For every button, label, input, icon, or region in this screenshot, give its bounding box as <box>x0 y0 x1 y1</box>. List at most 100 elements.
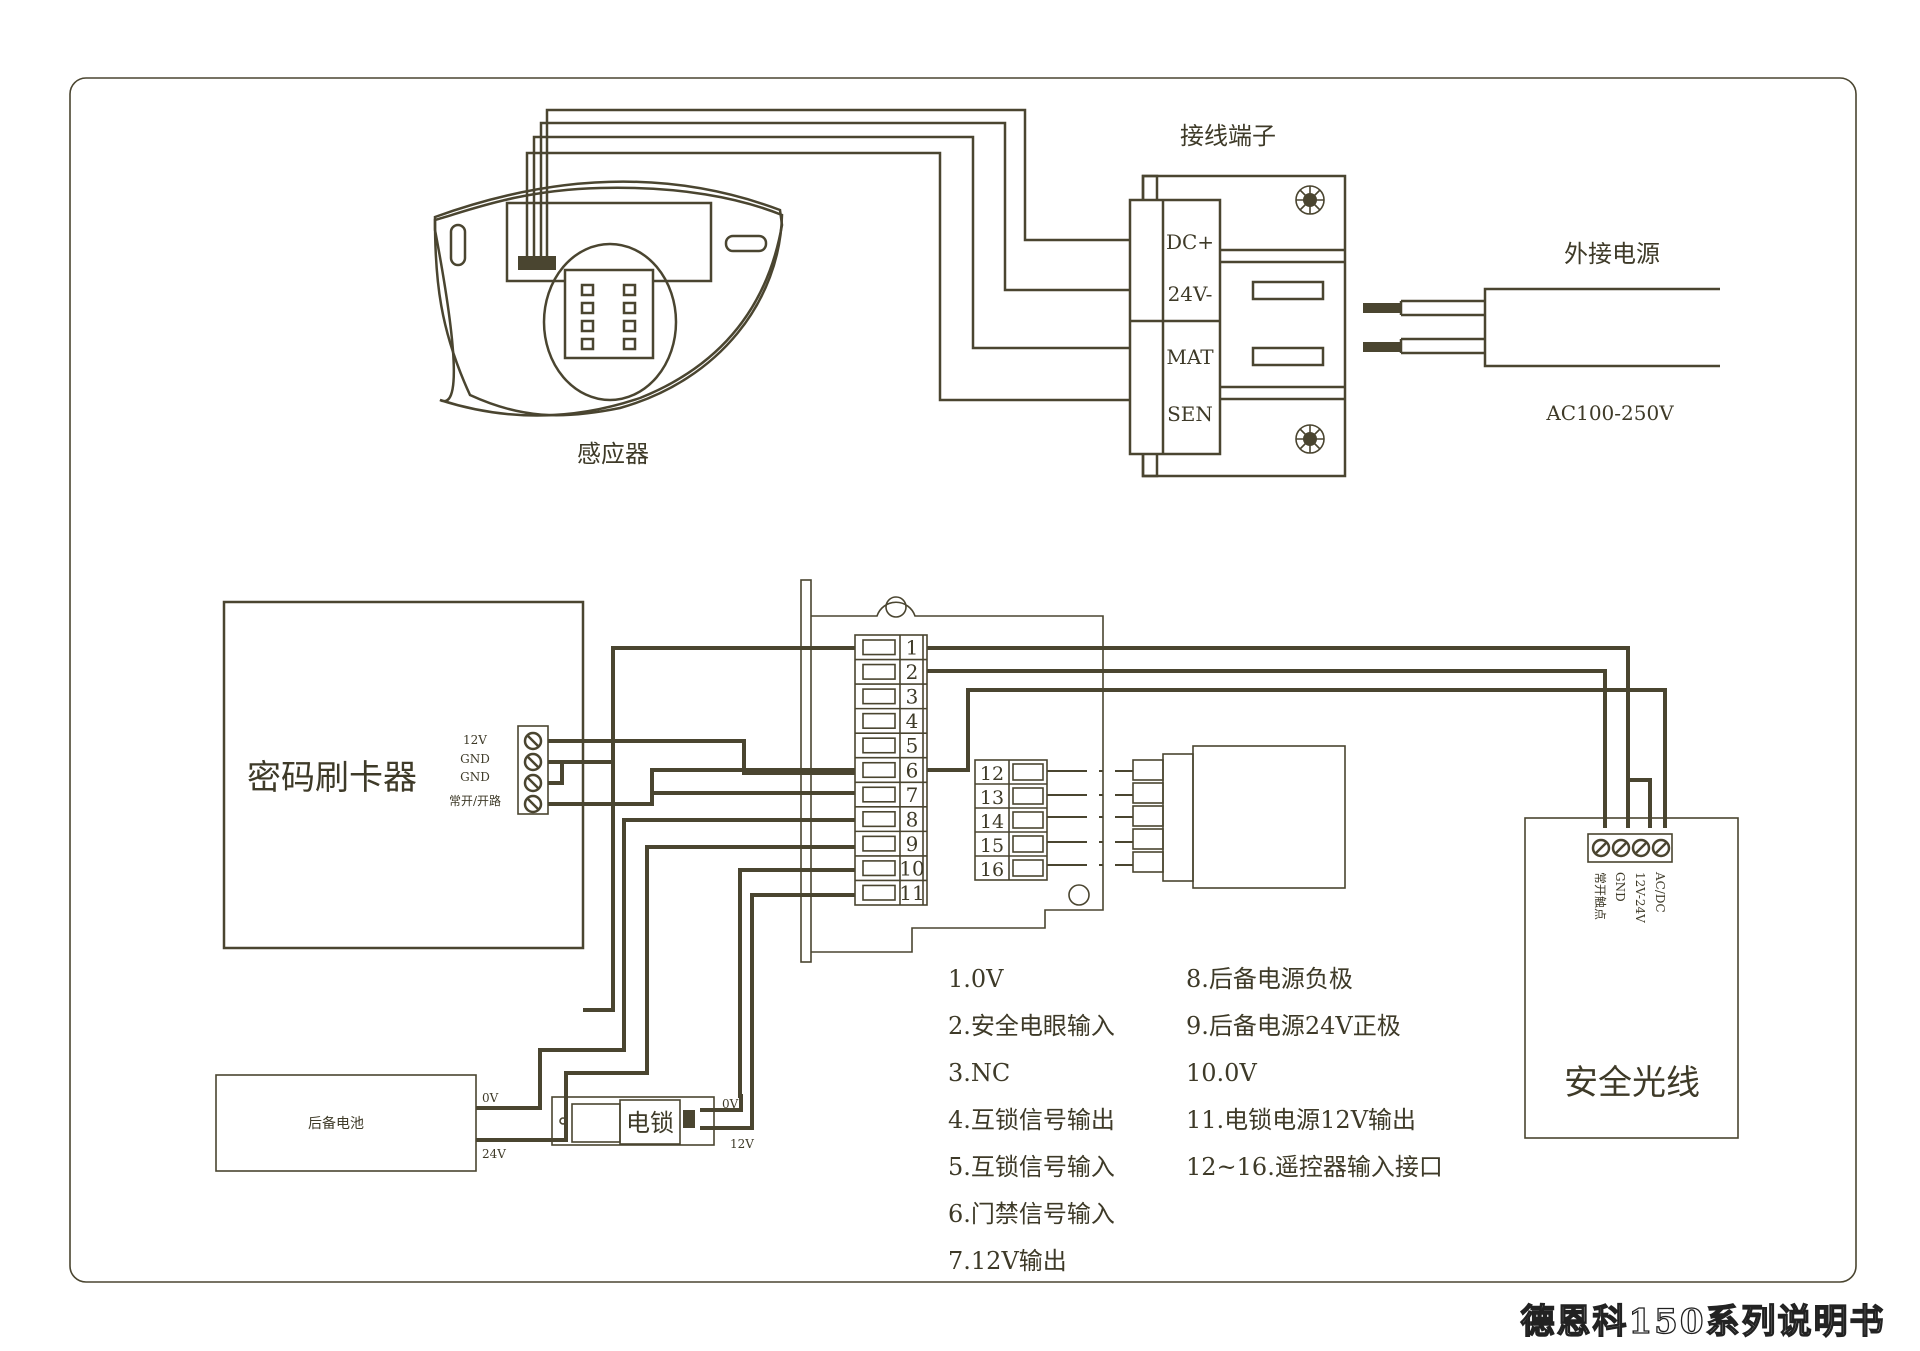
power-wires <box>1399 299 1485 355</box>
keypad-label: 密码刷卡器 <box>247 758 417 798</box>
main-pin-label: 10 <box>899 856 924 880</box>
safety-pin-gnd: GND <box>1613 872 1627 902</box>
main-pin-label: 9 <box>906 832 919 856</box>
remote-pin-label: 15 <box>980 835 1004 857</box>
legend-item: 4.互锁信号输出 <box>948 1106 1115 1134</box>
pin-slot <box>862 761 896 779</box>
keypad-pin-gnd: GND <box>460 752 490 766</box>
keypad-pin-no: 常开/开路 <box>449 793 501 808</box>
sensor: 感应器 <box>433 180 784 468</box>
terminal-block-top: 接线端子 DC+ 24V- MAT SEN <box>1128 122 1347 478</box>
pin-slot <box>862 811 896 828</box>
keypad-box <box>222 600 585 950</box>
sensor-wires <box>525 108 1130 402</box>
lock-connector <box>683 1110 695 1128</box>
sensor-mount-hole-right <box>724 234 768 253</box>
document-footer-title: 德恩科150系列说明书 <box>1521 1302 1886 1342</box>
power-wire-tip <box>1363 342 1401 352</box>
pin-legend: 1.0V2.安全电眼输入3.NC4.互锁信号输出5.互锁信号输入6.门禁信号输入… <box>948 965 1443 1275</box>
legend-item: 10.0V <box>1186 1059 1257 1087</box>
pin-slot <box>1012 811 1044 829</box>
lock-plate <box>551 1096 715 1146</box>
sensor-connector <box>518 256 556 270</box>
lock-strike <box>571 1103 621 1143</box>
safety-pin-acdc: AC/DC <box>1653 871 1667 913</box>
legend-item: 8.后备电源负极 <box>1186 965 1353 993</box>
terminal-block-label: 接线端子 <box>1180 122 1276 150</box>
legend-item: 7.12V输出 <box>948 1247 1067 1275</box>
battery-box <box>215 1074 477 1172</box>
remote-pin-label: 14 <box>980 811 1004 833</box>
sensor-lens <box>542 242 678 402</box>
backup-battery: 后备电池 0V 24V <box>215 1074 506 1172</box>
legend-item: 11.电锁电源12V输出 <box>1186 1106 1416 1134</box>
pin-slot <box>862 835 896 852</box>
legend-item: 9.后备电源24V正极 <box>1186 1012 1401 1040</box>
external-power-voltage: AC100-250V <box>1545 401 1674 425</box>
lock-screw-hole <box>559 1117 567 1125</box>
pin-slot <box>862 663 896 680</box>
pin-slot <box>1012 859 1044 877</box>
electric-lock: 电锁 0V 12V <box>551 1096 754 1151</box>
sensor-housing <box>433 180 784 417</box>
pin-slot <box>862 737 896 754</box>
pin-slot <box>862 712 896 729</box>
battery-pin-0v: 0V <box>482 1091 499 1105</box>
terminal-slot-2 <box>1251 346 1325 367</box>
remote-receiver <box>1047 745 1346 889</box>
remote-pin-label: 13 <box>980 787 1004 809</box>
safety-beam-wires <box>927 646 1667 828</box>
screw-icon <box>1295 185 1325 215</box>
pin-slot <box>1012 763 1044 781</box>
main-pin-label: 6 <box>906 758 919 782</box>
power-wire-tip <box>1363 303 1401 313</box>
keypad: 密码刷卡器 12V GND GND 常开/开路 <box>222 600 585 950</box>
main-pin-label: 5 <box>906 734 919 758</box>
screw-icon <box>1591 838 1671 858</box>
board-mount-hole <box>1068 884 1090 906</box>
legend-item: 3.NC <box>948 1059 1010 1087</box>
safety-beam-box <box>1524 817 1739 1139</box>
pin-slot <box>862 884 896 901</box>
page-frame <box>69 77 1857 1283</box>
pin-slot <box>1012 787 1044 805</box>
remote-pin-label: 16 <box>980 859 1004 881</box>
remote-pin-label: 12 <box>980 763 1004 785</box>
external-power: 外接电源 AC100-250V <box>1363 240 1720 425</box>
power-cable <box>1483 287 1720 368</box>
main-pin-label: 8 <box>906 807 919 831</box>
terminal-pin-panel <box>1128 198 1222 456</box>
lock-pin-12v: 12V <box>730 1137 754 1151</box>
remote-terminal-block <box>974 759 1048 881</box>
sensor-mount-hole-left <box>449 223 467 267</box>
screw-icon <box>523 731 543 814</box>
screw-icon <box>1295 424 1325 454</box>
keypad-terminal <box>517 725 549 815</box>
sensor-body <box>433 186 784 417</box>
external-power-label: 外接电源 <box>1564 240 1660 268</box>
main-pin-label: 4 <box>906 709 919 733</box>
receiver-plugs <box>1132 759 1164 873</box>
safety-beam: 常开触点 GND 12V-24V AC/DC 安全光线 <box>1524 817 1739 1139</box>
receiver-neck <box>1162 753 1194 882</box>
pin-slot <box>862 688 896 705</box>
terminal-pin-24v-minus: 24V- <box>1168 282 1213 306</box>
pin-slot <box>862 860 896 877</box>
legend-item: 2.安全电眼输入 <box>948 1012 1115 1040</box>
legend-left-column: 1.0V2.安全电眼输入3.NC4.互锁信号输出5.互锁信号输入6.门禁信号输入… <box>948 965 1115 1275</box>
sensor-label: 感应器 <box>577 440 649 468</box>
safety-pin-no: 常开触点 <box>1593 872 1607 920</box>
lock-label: 电锁 <box>626 1109 674 1137</box>
main-pin-label: 3 <box>906 685 919 709</box>
legend-item: 12~16.遥控器输入接口 <box>1186 1153 1443 1181</box>
keypad-pin-gnd: GND <box>460 770 490 784</box>
battery-label: 后备电池 <box>308 1115 364 1132</box>
main-pin-label: 11 <box>899 881 924 905</box>
lock-pin-0v: 0V <box>722 1097 739 1111</box>
keypad-pin-12v: 12V <box>463 733 487 747</box>
pin-slot <box>862 786 896 803</box>
